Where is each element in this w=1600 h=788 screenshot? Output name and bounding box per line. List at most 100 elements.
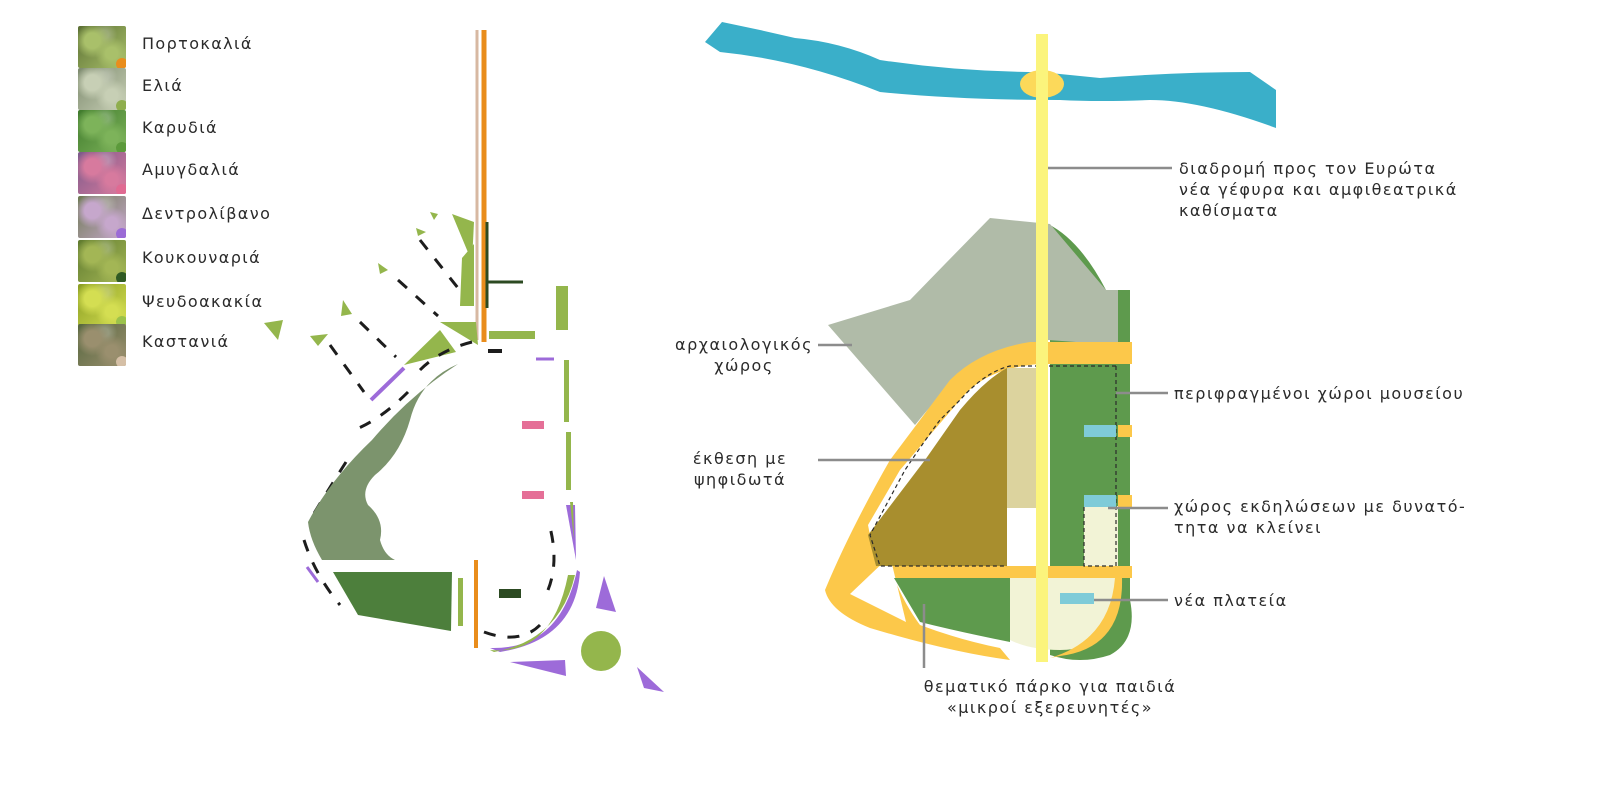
square-annotation: νέα πλατεία xyxy=(1174,590,1288,611)
locust-triangle xyxy=(404,330,456,365)
locust-wedge xyxy=(570,502,574,540)
rosemary-dot-icon xyxy=(116,228,126,238)
legend-label: Καρυδιά xyxy=(142,118,219,137)
locust-triangle xyxy=(440,322,478,345)
orange-dot-icon xyxy=(116,58,126,68)
legend-item-walnut: Καρυδιά xyxy=(78,110,318,154)
orange-tree-photo xyxy=(78,26,126,68)
tree-circle xyxy=(581,631,621,671)
annotation-line: νέα πλατεία xyxy=(1174,591,1288,610)
locust-triangle xyxy=(416,228,426,236)
museum-enclosure xyxy=(869,365,1117,567)
locust-triangle xyxy=(264,320,283,340)
rosemary-line xyxy=(369,366,406,402)
event-space xyxy=(1084,506,1118,566)
rosemary-wedge xyxy=(566,505,576,560)
legend-label: Καστανιά xyxy=(142,332,230,351)
locust-strip xyxy=(458,578,463,626)
walnut-dot-icon xyxy=(116,142,126,152)
annotation-line: διαδρομή προς τον Ευρώτα xyxy=(1179,159,1437,178)
route-annotation: διαδρομή προς τον Ευρώτα νέα γέφυρα και … xyxy=(1179,158,1458,221)
walnut-grove xyxy=(333,572,452,631)
annotation-line: καθίσματα xyxy=(1179,201,1279,220)
pine-block xyxy=(499,589,521,598)
annotation-line: έκθεση με xyxy=(692,449,788,468)
chestnut-dot-icon xyxy=(116,356,126,366)
cyan-marker xyxy=(1084,425,1116,437)
locust-triangle xyxy=(460,244,474,306)
almond-patch xyxy=(522,421,544,429)
pine-tree-photo xyxy=(78,240,126,282)
annotation-line: αρχαιολογικός xyxy=(675,335,813,354)
olive-grove xyxy=(308,364,458,560)
leader-lines xyxy=(818,166,1172,668)
legend-label: Δεντρολίβανο xyxy=(142,204,272,223)
rosemary-arc xyxy=(490,570,580,652)
locust-triangle xyxy=(430,212,438,220)
legend-label: Ελιά xyxy=(142,76,184,95)
legend-item-olive: Ελιά xyxy=(78,68,318,112)
mosaic-exhibition xyxy=(868,368,1007,566)
locust-strip xyxy=(489,331,535,339)
locust-triangle xyxy=(341,300,352,316)
locust-strip xyxy=(564,360,569,422)
legend-item-almond: Αμυγδαλιά xyxy=(78,152,318,196)
locust-tree-photo xyxy=(78,284,126,326)
park-annotation: θεματικό πάρκο για παιδιά «μικροί εξερευ… xyxy=(900,676,1200,718)
annotation-line: νέα γέφυρα και αμφιθεατρικά xyxy=(1179,180,1458,199)
annotation-line: περιφραγμένοι χώροι μουσείου xyxy=(1174,384,1465,403)
locust-triangle xyxy=(452,214,474,262)
legend-item-locust: Ψευδοακακία xyxy=(78,284,318,328)
archaeo-annotation: αρχαιολογικός χώρος xyxy=(672,334,816,376)
locust-triangle xyxy=(378,263,388,274)
locust-strip xyxy=(566,432,571,490)
almond-tree-photo xyxy=(78,152,126,194)
locust-dot-icon xyxy=(116,316,126,326)
rosemary-photo xyxy=(78,196,126,238)
olive-tree-photo xyxy=(78,68,126,110)
route-path xyxy=(1036,34,1048,662)
legend-label: Πορτοκαλιά xyxy=(142,34,253,53)
legend-item-rosemary: Δεντρολίβανο xyxy=(78,196,318,240)
annotation-line: ψηφιδωτά xyxy=(693,470,787,489)
museum-annotation: περιφραγμένοι χώροι μουσείου xyxy=(1174,383,1464,404)
frame-tab xyxy=(1118,425,1132,437)
cyan-marker xyxy=(1060,593,1094,604)
frame-tab xyxy=(1118,495,1132,507)
legend-item-pine: Κουκουναριά xyxy=(78,240,318,284)
legend-item-orange: Πορτοκαλιά xyxy=(78,26,318,70)
cyan-marker xyxy=(1084,495,1116,507)
rosemary-line xyxy=(305,566,320,583)
legend-label: Ψευδοακακία xyxy=(142,292,264,311)
mosaic-annotation: έκθεση με ψηφιδωτά xyxy=(668,448,812,490)
annotation-line: χώρος εκδηλώσεων με δυνατό- xyxy=(1174,497,1467,516)
almond-dot-icon xyxy=(116,184,126,194)
annotation-line: θεματικό πάρκο για παιδιά xyxy=(923,677,1177,696)
chestnut-tree-photo xyxy=(78,324,126,366)
rosemary-triangle xyxy=(596,576,616,612)
orange-line xyxy=(474,560,478,648)
legend-item-chestnut: Καστανιά xyxy=(78,324,318,368)
frame-edge xyxy=(1050,578,1123,658)
pine-dash xyxy=(488,349,502,353)
events-annotation: χώρος εκδηλώσεων με δυνατό- τητα να κλεί… xyxy=(1174,496,1466,538)
annotation-line: τητα να κλείνει xyxy=(1174,518,1323,537)
pine-dashes xyxy=(302,239,556,639)
almond-patch xyxy=(522,491,544,499)
legend-label: Αμυγδαλιά xyxy=(142,160,241,179)
annotation-line: χώρος xyxy=(714,356,774,375)
locust-triangle xyxy=(310,334,328,346)
legend-label: Κουκουναριά xyxy=(142,248,262,267)
olive-dot-icon xyxy=(116,100,126,110)
locust-strip xyxy=(556,286,568,330)
river xyxy=(705,22,1276,128)
annotation-line: «μικροί εξερευνητές» xyxy=(946,698,1154,717)
rosemary-triangle xyxy=(637,667,664,692)
childrens-park xyxy=(894,578,1010,642)
walnut-tree-photo xyxy=(78,110,126,152)
pine-dot-icon xyxy=(116,272,126,282)
locust-arc xyxy=(490,575,575,652)
rosemary-triangle xyxy=(510,660,566,676)
